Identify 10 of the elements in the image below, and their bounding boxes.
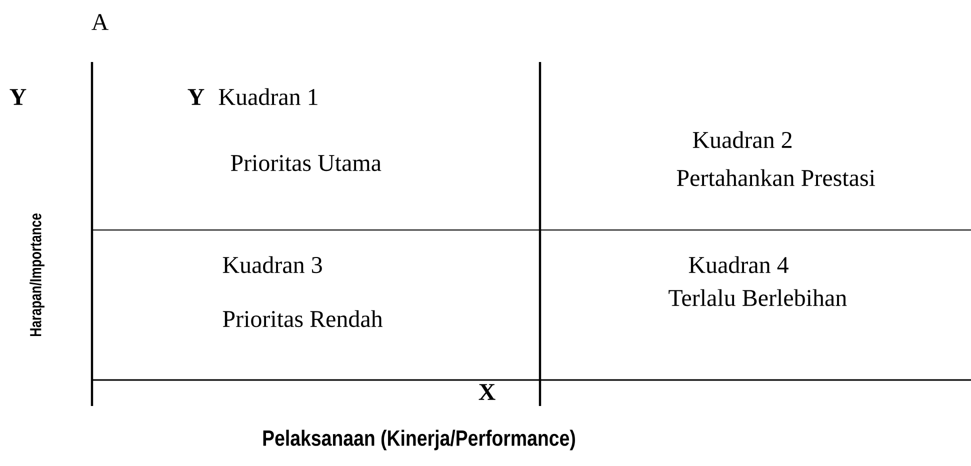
quadrant-label: Kuadran 1 Prioritas Utama [218,88,382,172]
axis-letter: Y [10,89,26,105]
axis-letter: X [478,384,496,400]
axis-title: Harapan/Importance [30,214,44,336]
axis-title: Pelaksanaan (Kinerja/Performance) [263,430,575,450]
axis-letter: A [92,14,108,30]
quadrant-label: Kuadran 3 Prioritas Rendah [222,256,383,328]
quadrant-label: Kuadran 4 Terlalu Berlebihan [668,256,847,306]
axis-letter: Y [188,89,204,105]
quadrant-label: Kuadran 2 Pertahankan Prestasi [676,131,876,186]
